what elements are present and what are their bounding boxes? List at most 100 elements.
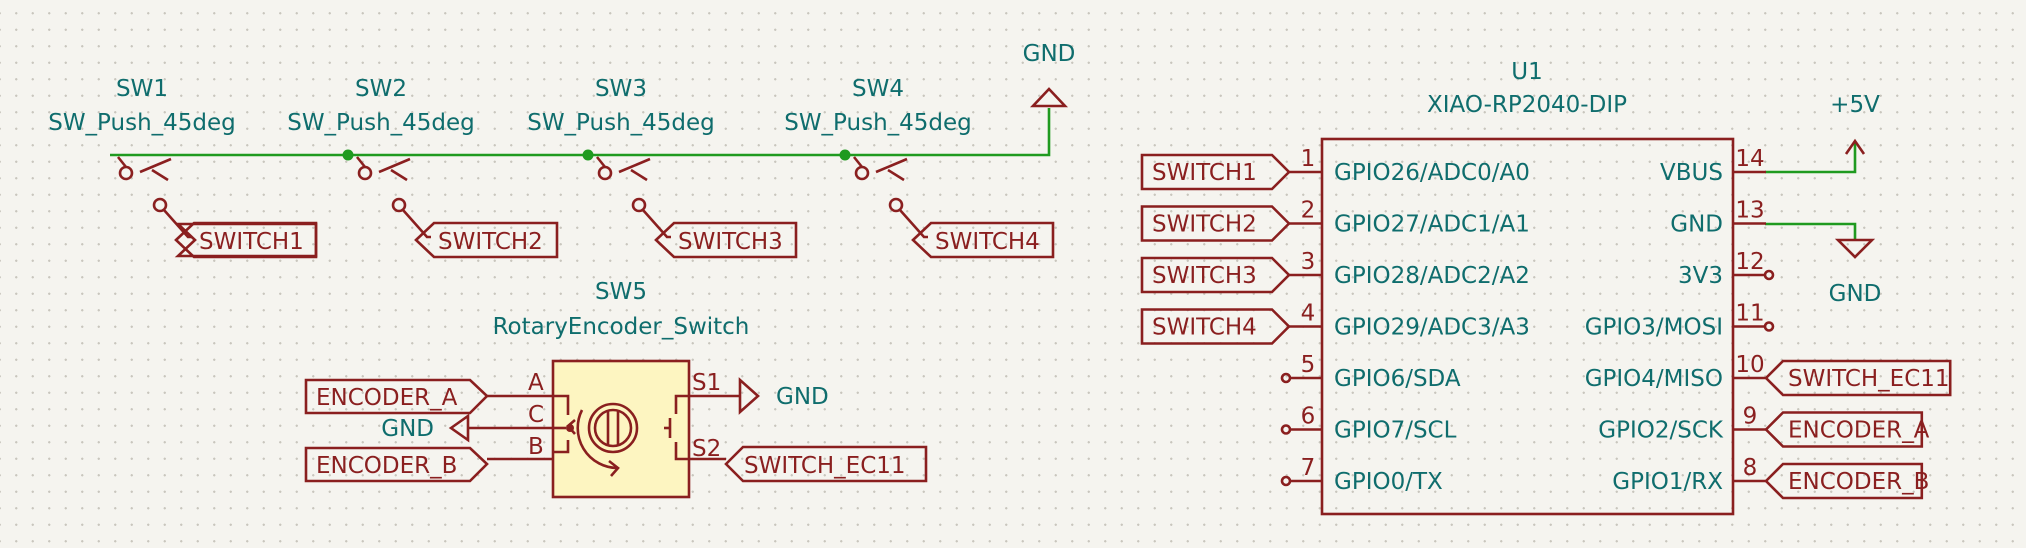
mcu-pin-name: GPIO4/MISO [1585,366,1723,392]
junction-dot [582,149,594,161]
label-text: SWITCH1 [1152,160,1257,186]
power-gnd[interactable]: GND [1765,222,1882,307]
mcu-pin-4[interactable] [1140,308,1322,345]
sw4-ref: SW4 [852,76,904,102]
rotary-encoder-sw5[interactable]: SW5 RotaryEncoder_Switch A C B S1 S2 [304,279,928,499]
mcu-u1[interactable]: U1 XIAO-RP2040-DIP +5V GND 1GPIO26/ADC0/… [1140,59,1952,516]
mcu-pin-name: GPIO26/ADC0/A0 [1334,160,1530,186]
mcu-pin-number: 9 [1743,404,1758,430]
encoder-pin-s2: S2 [692,436,721,462]
mcu-pin-name: GPIO6/SDA [1334,366,1461,392]
sw5-value: RotaryEncoder_Switch [493,314,750,340]
mcu-pin-number: 1 [1301,146,1316,172]
sw1-value: SW_Push_45deg [48,110,236,136]
sw3-value: SW_Push_45deg [527,110,715,136]
mcu-pin-number: 13 [1735,198,1764,224]
gnd-top-label: GND [1023,41,1076,67]
mcu-pin-6[interactable] [1280,424,1322,435]
switch-sw1[interactable]: SW1 SW_Push_45deg [48,76,236,239]
mcu-pin-number: 8 [1743,455,1758,481]
label-switch2[interactable]: SWITCH2 [414,221,559,259]
label-encoder_b[interactable] [1764,462,1924,500]
mcu-pin-name: GPIO7/SCL [1334,418,1457,444]
label-switch4[interactable] [1140,308,1291,345]
label-text: ENCODER_B [1788,469,1929,495]
label-encoder-b-text: ENCODER_B [316,453,457,479]
sw3-ref: SW3 [595,76,647,102]
mcu-pin-number: 10 [1735,352,1764,378]
label-text: SWITCH4 [1152,315,1257,341]
mcu-pin-2[interactable] [1140,205,1322,242]
mcu-pin-name: GPIO0/TX [1334,469,1443,495]
mcu-pin-name: GPIO3/MOSI [1585,315,1723,341]
encoder-gnd-s1-text: GND [776,384,829,410]
encoder-pin-c: C [528,402,544,428]
mcu-pin-name: GPIO1/RX [1612,469,1723,495]
label-encoder-a-text: ENCODER_A [316,385,458,411]
mcu-pin-number: 7 [1301,455,1316,481]
mcu-pin-9[interactable] [1733,411,1924,448]
encoder-gnd-c[interactable]: GND [381,413,487,443]
label-switch-ec11-encoder[interactable]: SWITCH_EC11 [724,445,928,483]
switch-sw4[interactable]: SW4 SW_Push_45deg [784,76,972,239]
mcu-pin-number: 2 [1301,198,1316,224]
label-text: SWITCH2 [1152,212,1257,238]
label-switch2[interactable] [1140,205,1291,242]
switch-sw3[interactable]: SW3 SW_Push_45deg [527,76,715,239]
mcu-pin-name: GPIO28/ADC2/A2 [1334,263,1530,289]
mcu-pin-name: GPIO29/ADC3/A3 [1334,315,1530,341]
mcu-pin-number: 4 [1301,301,1316,327]
label-encoder_a[interactable] [1764,411,1924,448]
label-switch1[interactable]: SWITCH1 [174,221,318,259]
label-switch4[interactable]: SWITCH4 [911,221,1055,259]
label-switch3[interactable]: SWITCH3 [654,221,798,259]
mcu-pin-7[interactable] [1280,475,1322,487]
sw4-value: SW_Push_45deg [784,110,972,136]
mcu-pin-12[interactable] [1733,269,1775,281]
junction-dot [839,149,851,161]
power-gnd-text: GND [1829,281,1882,307]
label-switch_ec11[interactable] [1764,359,1952,397]
switch-row: GND SW1 SW_Push_45deg SW2 SW_Push_45deg … [48,41,1076,259]
label-text: ENCODER_A [1788,418,1930,444]
label-switch1-text: SWITCH1 [199,229,304,255]
label-switch1[interactable] [1140,153,1291,191]
mcu-pin-name: GPIO2/SCK [1598,418,1724,444]
sw5-ref: SW5 [595,279,647,305]
encoder-pin-b: B [528,434,544,460]
mcu-pin-number: 5 [1301,352,1316,378]
gnd-bus-wire [110,108,1051,157]
junction-dot [342,149,354,161]
mcu-pin-3[interactable] [1140,256,1322,294]
sw1-ref: SW1 [116,76,168,102]
gnd-top-arrow-symbol [1029,87,1069,108]
u1-value: XIAO-RP2040-DIP [1427,92,1627,118]
switch-sw2[interactable]: SW2 SW_Push_45deg [287,76,475,239]
sw2-value: SW_Push_45deg [287,110,475,136]
mcu-pin-name: GND [1670,212,1723,238]
label-encoder-a[interactable]: ENCODER_A [304,378,489,415]
label-switch3-text: SWITCH3 [678,229,783,255]
encoder-gnd-s1[interactable]: GND [738,377,829,415]
mcu-pin-number: 6 [1301,404,1316,430]
encoder-pin-a: A [528,370,544,396]
power-5v-text: +5V [1830,92,1880,118]
label-switch3[interactable] [1140,256,1291,294]
mcu-pin-number: 14 [1735,146,1764,172]
mcu-pin-name: 3V3 [1678,263,1723,289]
mcu-pin-11[interactable] [1733,321,1775,332]
mcu-pin-8[interactable] [1733,462,1924,500]
u1-ref: U1 [1511,59,1542,85]
mcu-pin-1[interactable] [1140,153,1322,191]
encoder-pin-s1: S1 [692,370,721,396]
mcu-pin-number: 3 [1301,249,1316,275]
power-5v[interactable]: +5V [1765,92,1880,174]
mcu-pin-number: 12 [1735,249,1764,275]
label-text: SWITCH_EC11 [1788,366,1950,392]
mcu-pin-10[interactable] [1733,359,1952,397]
mcu-pin-5[interactable] [1280,372,1322,384]
encoder-gnd-c-text: GND [381,416,434,442]
mcu-pin-name: VBUS [1660,160,1723,186]
label-encoder-b[interactable]: ENCODER_B [304,446,489,483]
mcu-pin-name: GPIO27/ADC1/A1 [1334,212,1530,238]
